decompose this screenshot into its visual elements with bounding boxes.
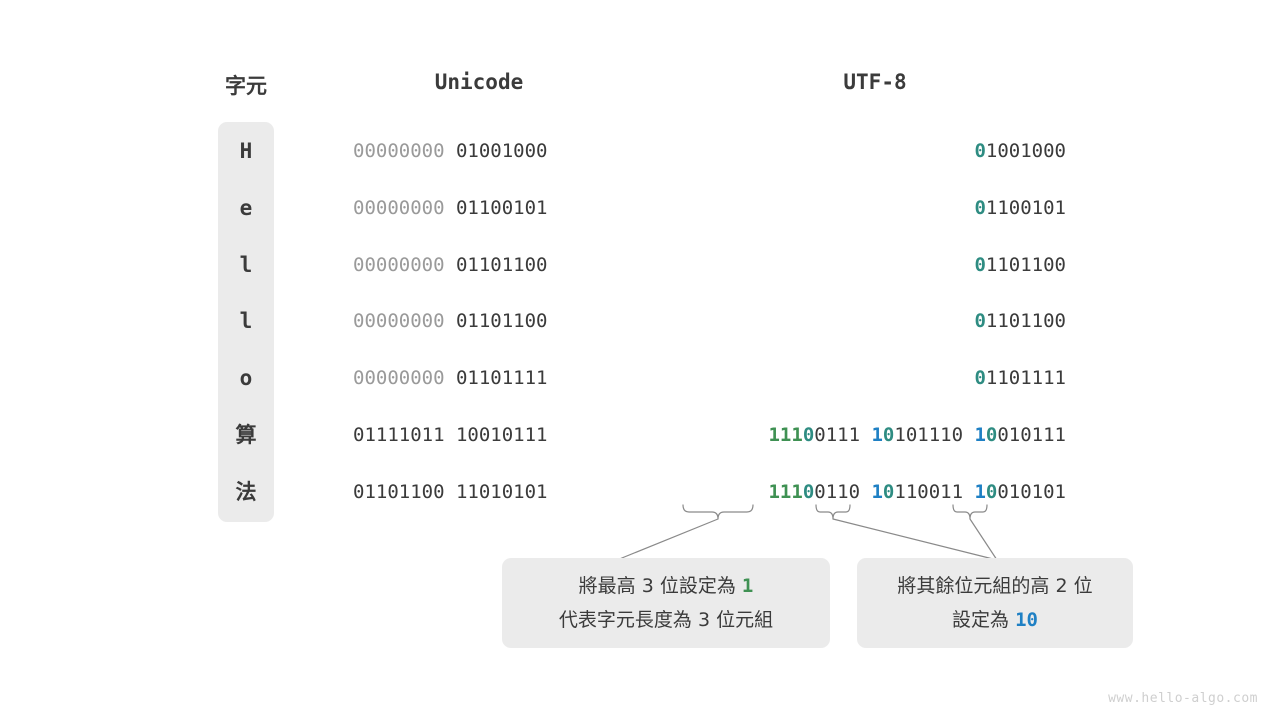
bit-segment: 01101100 11010101 bbox=[353, 480, 548, 503]
bit-segment: 010111 bbox=[997, 424, 1066, 446]
cell-character: o bbox=[239, 366, 253, 391]
character-column-background bbox=[218, 122, 274, 522]
cell-unicode-bits: 01101100 11010101 bbox=[353, 477, 605, 507]
cell-character: l bbox=[239, 309, 253, 334]
cell-character: 法 bbox=[235, 479, 257, 504]
annotation-left-line-1-text: 將最高 3 位設定為 bbox=[578, 575, 742, 597]
cell-utf8-bits: 11100111 10101110 10010111 bbox=[600, 420, 1066, 450]
annotation-right-line-1: 將其餘位元組的高 2 位 bbox=[897, 575, 1093, 597]
bit-segment: 0 bbox=[802, 480, 815, 503]
bit-segment: 00000000 bbox=[353, 253, 456, 276]
annotation-left-line-1: 將最高 3 位設定為 1 bbox=[579, 569, 754, 603]
bit-segment: 0 bbox=[974, 140, 986, 162]
bit-segment: 1 bbox=[871, 480, 883, 503]
annotation-right-line-2-text: 設定為 bbox=[952, 609, 1016, 631]
cell-character: l bbox=[239, 252, 253, 277]
bit-segment: 010101 bbox=[997, 480, 1066, 503]
annotation-right-highlight: 10 bbox=[1015, 609, 1038, 631]
cell-unicode-bits: 00000000 01101100 bbox=[353, 250, 605, 280]
cell-unicode-bits: 00000000 01101100 bbox=[353, 306, 605, 336]
bit-segment: 0 bbox=[974, 367, 986, 390]
cell-character: H bbox=[239, 139, 253, 163]
cell-utf8-bits: 11100110 10110011 10010101 bbox=[600, 477, 1066, 507]
cell-utf8-bits: 01100101 bbox=[600, 193, 1066, 223]
bit-segment: 01101100 bbox=[455, 310, 548, 333]
cell-unicode-bits: 00000000 01100101 bbox=[353, 193, 605, 223]
cell-utf8-bits: 01101100 bbox=[600, 306, 1066, 336]
bit-segment: 01101111 bbox=[455, 367, 548, 390]
bit-segment: 0 bbox=[985, 480, 998, 503]
cell-character: 算 bbox=[235, 423, 257, 447]
bit-segment: 0 bbox=[974, 253, 986, 276]
bit-segment: 0 bbox=[985, 424, 998, 446]
bit-segment: 0110 bbox=[814, 480, 872, 503]
cell-unicode-bits: 00000000 01101111 bbox=[353, 363, 605, 393]
cell-character: e bbox=[239, 195, 253, 220]
bit-segment: 1101100 bbox=[985, 310, 1066, 333]
bit-segment: 00000000 bbox=[353, 196, 456, 219]
bit-segment: 110011 bbox=[894, 480, 975, 503]
cell-unicode-bits: 00000000 01001000 bbox=[353, 136, 605, 166]
bit-segment: 111 bbox=[768, 480, 803, 503]
annotation-right-line-2: 設定為 10 bbox=[952, 603, 1038, 637]
bit-segment: 1 bbox=[974, 424, 986, 446]
cell-utf8-bits: 01101100 bbox=[600, 250, 1066, 280]
column-header-character: 字元 bbox=[225, 74, 267, 98]
bit-segment: 01101100 bbox=[455, 253, 548, 276]
annotation-box-leading-bits: 將最高 3 位設定為 1 代表字元長度為 3 位元組 bbox=[502, 558, 830, 648]
bit-segment: 111 bbox=[768, 424, 803, 446]
bit-segment: 1001000 bbox=[985, 140, 1066, 162]
bit-segment: 1100101 bbox=[985, 196, 1066, 219]
annotation-left-highlight: 1 bbox=[741, 575, 754, 597]
bit-segment: 0 bbox=[882, 424, 895, 446]
bit-segment: 0 bbox=[974, 196, 986, 219]
bit-segment: 0 bbox=[802, 424, 815, 446]
bit-segment: 0 bbox=[882, 480, 895, 503]
bit-segment: 0 bbox=[974, 310, 986, 333]
bit-segment: 01100101 bbox=[455, 196, 548, 219]
watermark: www.hello-algo.com bbox=[1108, 691, 1258, 706]
bit-segment: 101110 bbox=[894, 424, 975, 446]
annotation-box-continuation-bits: 將其餘位元組的高 2 位 設定為 10 bbox=[857, 558, 1133, 648]
bit-segment: 00000000 bbox=[353, 367, 456, 390]
bit-segment: 00000000 bbox=[353, 140, 456, 162]
cell-utf8-bits: 01101111 bbox=[600, 363, 1066, 393]
bit-segment: 01001000 bbox=[455, 140, 548, 162]
cell-unicode-bits: 01111011 10010111 bbox=[353, 420, 605, 450]
column-header-utf8: UTF-8 bbox=[843, 70, 907, 94]
bit-segment: 1 bbox=[871, 424, 883, 446]
bit-segment: 01111011 10010111 bbox=[353, 424, 548, 446]
column-header-unicode: Unicode bbox=[434, 70, 524, 94]
bit-segment: 0111 bbox=[814, 424, 872, 446]
bit-segment: 1101100 bbox=[985, 253, 1066, 276]
bit-segment: 1101111 bbox=[985, 367, 1066, 390]
bit-segment: 1 bbox=[974, 480, 986, 503]
annotation-left-line-2: 代表字元長度為 3 位元組 bbox=[558, 609, 774, 631]
bit-segment: 00000000 bbox=[353, 310, 456, 333]
cell-utf8-bits: 01001000 bbox=[600, 136, 1066, 166]
